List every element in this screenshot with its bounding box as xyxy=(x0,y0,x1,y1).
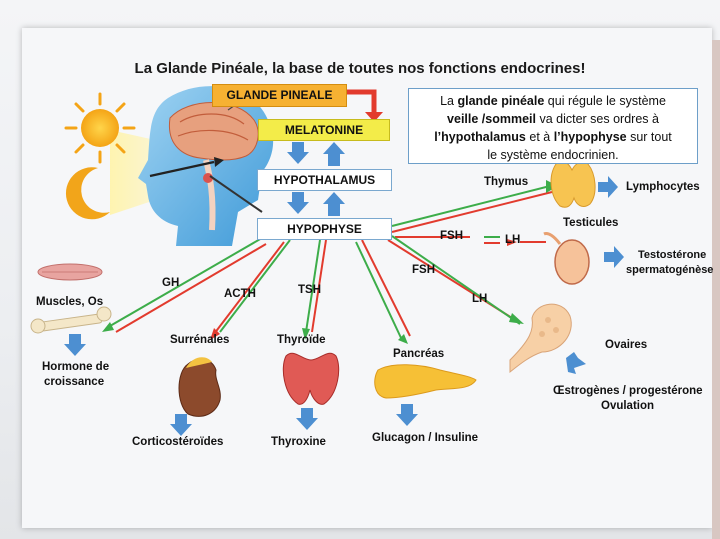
label-pancreas: Pancréas xyxy=(393,348,445,360)
info-line-2: veille /sommeil va dicter ses ordres à xyxy=(447,112,659,126)
label-corticosteroides: Corticostéroïdes xyxy=(132,436,224,448)
sun-icon xyxy=(64,92,136,164)
info-line-1: La glande pinéale qui régule le système xyxy=(440,94,666,108)
page-title: La Glande Pinéale, la base de toutes nos… xyxy=(134,60,586,77)
axis-arrows xyxy=(287,142,345,216)
info-box: La glande pinéale qui régule le système … xyxy=(408,88,698,164)
label-ovaires: Ovaires xyxy=(605,339,648,351)
bone-icon xyxy=(30,306,112,334)
label-spermatogenese: spermatogénèse xyxy=(626,264,714,276)
page-edge xyxy=(712,40,720,539)
label-lymphocytes: Lymphocytes xyxy=(626,181,700,193)
label-surrenales: Surrénales xyxy=(170,334,230,346)
hypophyse-box: HYPOPHYSE xyxy=(257,218,392,240)
pancreas-gland xyxy=(374,364,477,399)
label-fsh-testicules: FSH xyxy=(440,230,463,242)
thymus-gland xyxy=(550,160,596,208)
label-fsh-ovaires: FSH xyxy=(412,264,435,276)
label-glucagon-insuline: Glucagon / Insuline xyxy=(372,432,479,444)
label-lh-testicules: LH xyxy=(505,234,521,246)
label-gh: GH xyxy=(162,277,180,289)
glande-pineale-box: GLANDE PINEALE xyxy=(212,84,347,107)
testicule-gland xyxy=(543,232,590,285)
head-brain-icon xyxy=(138,86,274,247)
label-testicules: Testicules xyxy=(563,217,619,229)
melatonine-box: MELATONINE xyxy=(258,119,390,141)
info-line-4: le système endocrinien. xyxy=(487,148,619,162)
label-tsh: TSH xyxy=(298,284,321,296)
label-croissance: croissance xyxy=(44,376,105,388)
label-oestrogenes: Œstrogènes / progestérone xyxy=(553,385,703,397)
label-hormone-de: Hormone de xyxy=(42,361,110,373)
adrenal-kidney-gland xyxy=(178,357,221,417)
label-thyroide: Thyroïde xyxy=(277,334,326,346)
pineale-to-melatonine-arrow xyxy=(346,89,383,122)
label-acth: ACTH xyxy=(224,288,256,300)
output-arrows xyxy=(64,176,624,436)
ovary-gland xyxy=(509,303,572,374)
label-ovulation: Ovulation xyxy=(601,400,655,412)
hypothalamus-box: HYPOTHALAMUS xyxy=(257,169,392,191)
info-line-3: l’hypothalamus et à l’hypophyse sur tout xyxy=(434,130,672,144)
label-thyroxine: Thyroxine xyxy=(271,436,326,448)
label-lh-ovaires: LH xyxy=(472,293,488,305)
label-muscles-os: Muscles, Os xyxy=(36,296,104,308)
label-testosterone: Testostérone xyxy=(638,249,707,261)
moon-icon xyxy=(65,167,110,220)
muscle-icon xyxy=(37,263,103,281)
thyroid-gland xyxy=(282,352,340,405)
label-thymus: Thymus xyxy=(484,176,529,188)
